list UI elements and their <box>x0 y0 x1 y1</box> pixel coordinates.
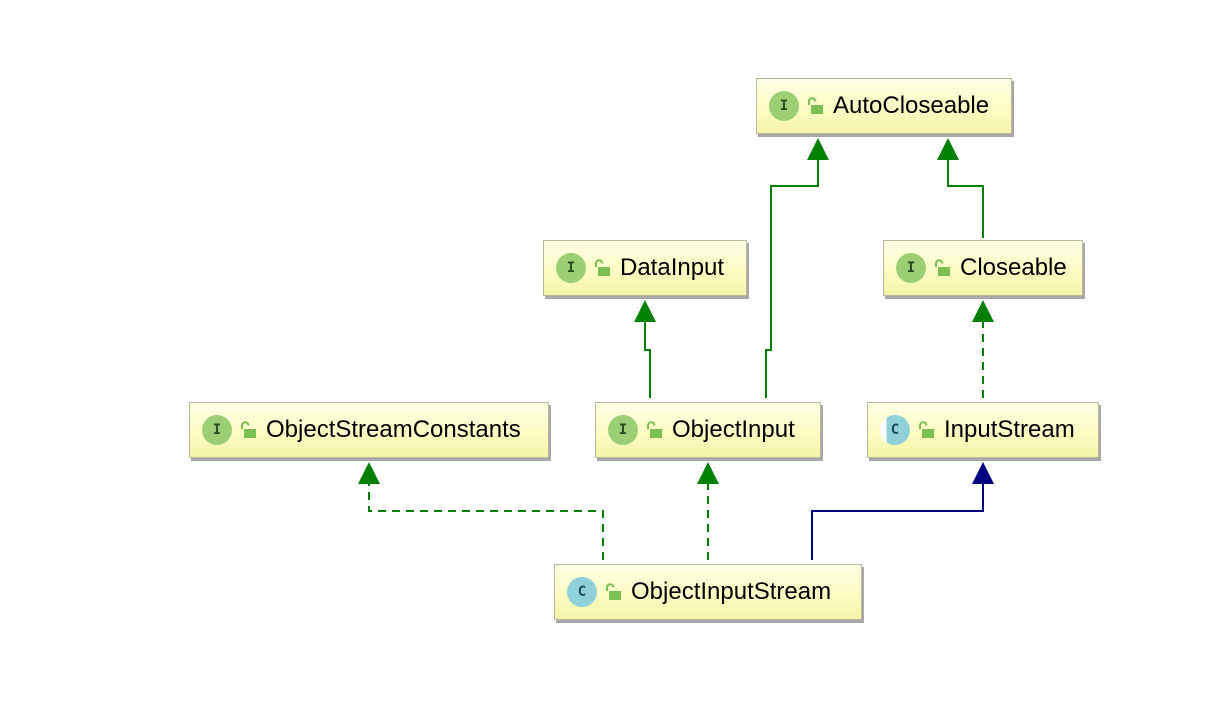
arrowhead-autocloseable-right <box>937 138 959 160</box>
unlocked-padlock-icon <box>935 259 950 276</box>
edge-objectinput-extends-autocloseable <box>765 140 819 398</box>
arrowhead-autocloseable-left <box>807 138 829 160</box>
interface-badge-icon: I <box>556 253 586 283</box>
arrowhead-datainput <box>634 300 656 322</box>
node-datainput[interactable]: I DataInput <box>543 240 747 296</box>
unlocked-padlock-icon <box>241 421 256 438</box>
unlocked-padlock-icon <box>919 421 934 438</box>
node-inputstream[interactable]: C InputStream <box>867 402 1099 458</box>
arrowhead-objectinput <box>697 462 719 484</box>
node-label: ObjectInput <box>672 416 795 443</box>
node-label: AutoCloseable <box>833 92 990 119</box>
edge-objectinputstream-implements-objectstreamconstants <box>368 483 604 560</box>
node-label: ObjectStreamConstants <box>266 416 521 443</box>
arrowhead-closeable <box>972 300 994 322</box>
edge-closeable-extends-autocloseable <box>947 140 984 238</box>
unlocked-padlock-icon <box>606 583 621 600</box>
node-label: DataInput <box>620 254 725 281</box>
node-objectinput[interactable]: I ObjectInput <box>595 402 821 458</box>
edge-objectinput-extends-datainput <box>644 320 651 398</box>
edge-objectinputstream-extends-inputstream <box>811 483 984 560</box>
interface-badge-icon: I <box>608 415 638 445</box>
interface-badge-icon: I <box>896 253 926 283</box>
node-objectinputstream[interactable]: C ObjectInputStream <box>554 564 862 620</box>
node-label: InputStream <box>944 416 1075 443</box>
class-badge-icon: C <box>567 577 597 607</box>
interface-badge-icon: I <box>202 415 232 445</box>
unlocked-padlock-icon <box>808 97 823 114</box>
unlocked-padlock-icon <box>647 421 662 438</box>
node-label: Closeable <box>960 254 1067 281</box>
arrowhead-objectstreamconstants <box>358 462 380 484</box>
node-objectstreamconstants[interactable]: I ObjectStreamConstants <box>189 402 549 458</box>
interface-badge-icon: I <box>769 91 799 121</box>
node-label: ObjectInputStream <box>631 578 832 605</box>
arrowhead-inputstream <box>972 462 994 484</box>
node-closeable[interactable]: I Closeable <box>883 240 1083 296</box>
node-autocloseable[interactable]: I AutoCloseable <box>756 78 1012 134</box>
abstract-class-badge-icon: C <box>880 415 910 445</box>
unlocked-padlock-icon <box>595 259 610 276</box>
